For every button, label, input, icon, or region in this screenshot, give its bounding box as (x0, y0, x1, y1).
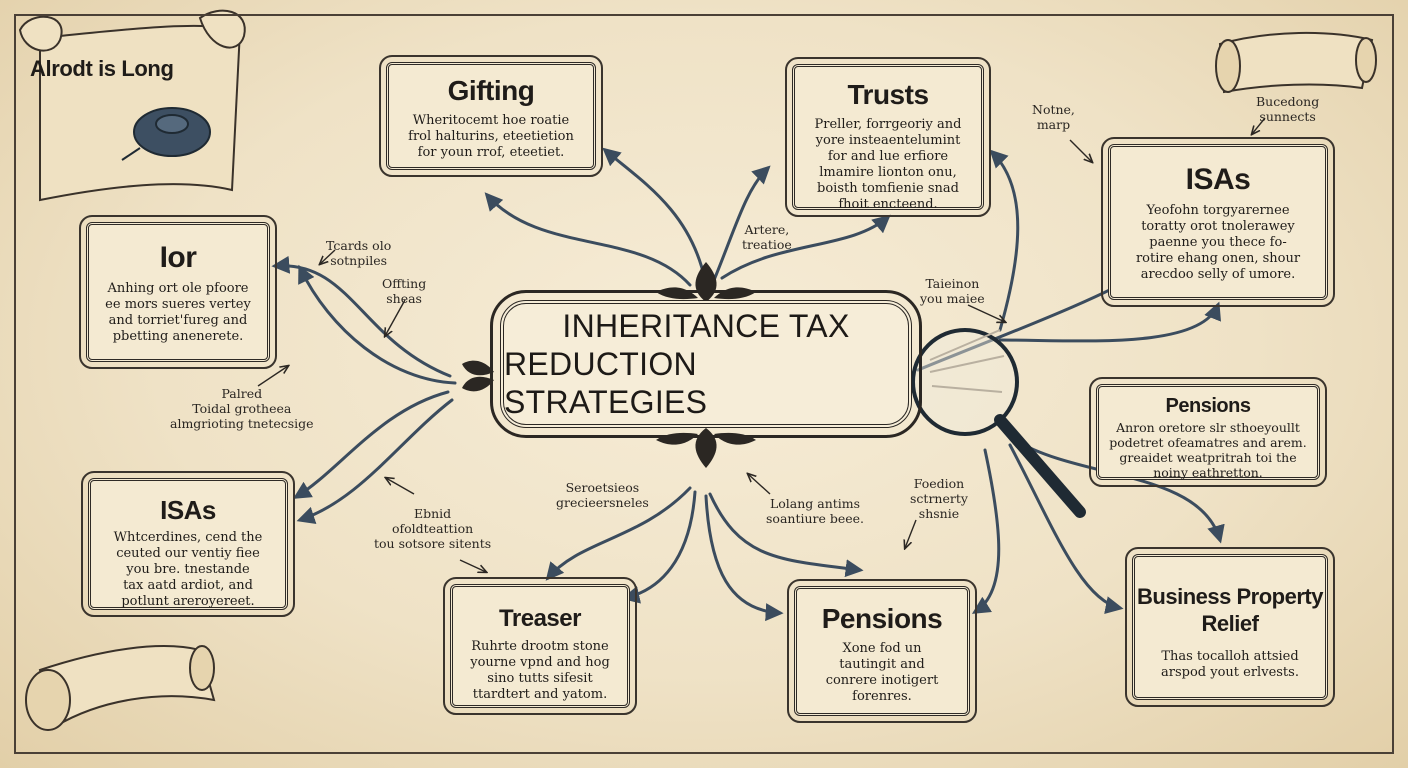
node-description: Ruhrte drootm stone yourne vpnd and hog … (470, 639, 610, 702)
node-title: ISAs (1185, 163, 1251, 196)
node-title: Business Property Relief (1137, 584, 1323, 636)
node-title: Pensions (1165, 395, 1251, 417)
node-description: Thas tocalloh attsied arspod yout erlves… (1161, 649, 1299, 680)
note-pointer-n9 (386, 478, 415, 495)
annotation-note: Tcards olo sotnpiles (326, 238, 392, 268)
link-to-pensions-bottom (708, 492, 864, 578)
note-pointer-n10 (748, 474, 771, 495)
note-pointer-n1 (320, 249, 336, 264)
annotation-note: Ebnid ofoldteattion tou sotsore sitents (374, 506, 492, 551)
node-ior[interactable]: Ior Anhing ort ole pfoore ee mors sueres… (79, 215, 277, 369)
ornament-center-bottom (656, 428, 756, 468)
link-to-trusts-3 (989, 149, 1020, 332)
node-business-property-relief[interactable]: Business Property Relief Thas tocalloh a… (1125, 547, 1335, 707)
node-title: Pensions (821, 603, 943, 634)
node-title: Trusts (847, 79, 929, 110)
note-pointer-n2 (385, 299, 406, 336)
link-to-pensions-bottom-2 (704, 494, 784, 622)
node-description: Preller, forrgeoriy and yore insteaentel… (814, 117, 962, 212)
ornament-center-top (656, 262, 756, 302)
annotation-note: Foedion sctrnerty shsnie (910, 476, 968, 521)
node-description: Yeofohn torgyarernee toratty orot tnoler… (1135, 203, 1301, 282)
link-to-gifting (484, 192, 692, 287)
annotation-note: Notne, marp (1032, 102, 1075, 132)
note-pointer-n9b (459, 559, 486, 572)
node-title: ISAs (160, 495, 216, 525)
node-description: Xone fod un tautingit and conrere inotig… (825, 641, 939, 704)
node-treaser[interactable]: Treaser Ruhrte drootm stone yourne vpnd … (443, 577, 637, 715)
scroll-top-right (1215, 31, 1377, 94)
node-description: Wheritocemt hoe roatie frol halturins, e… (408, 113, 574, 160)
scroll-top-left (18, 9, 246, 202)
central-topic[interactable]: INHERITANCE TAX REDUCTION STRATEGIES (490, 290, 922, 438)
seal-icon (121, 107, 211, 161)
central-topic-line-1: INHERITANCE TAX (562, 308, 850, 344)
annotation-note: Lolang antims soantiure beee. (766, 496, 865, 526)
link-to-treaser-2 (621, 490, 697, 604)
link-to-ior-2 (298, 264, 457, 385)
annotation-note: Bucedong sunnects (1256, 94, 1320, 124)
note-pointer-n5 (1069, 139, 1092, 162)
note-pointer-n3 (257, 366, 288, 387)
scroll-title: Alrodt is Long (30, 56, 174, 81)
note-pointer-n7 (967, 304, 1005, 322)
central-topic-line-2: REDUCTION STRATEGIES (504, 346, 708, 420)
link-to-isas-left (292, 390, 450, 499)
link-to-isas-right-2 (998, 301, 1221, 343)
node-description: Whtcerdines, cend the ceuted our ventiy … (113, 530, 263, 609)
annotation-note: Offting sheas (382, 276, 427, 306)
node-title: Ior (159, 241, 197, 274)
link-to-bpr (1008, 443, 1124, 614)
node-title: Gifting (447, 75, 535, 106)
node-trusts[interactable]: Trusts Preller, forrgeoriy and yore inst… (785, 57, 991, 217)
note-pointer-n6 (1252, 117, 1266, 134)
link-to-treaser (545, 486, 692, 581)
link-to-trusts (710, 165, 771, 287)
link-to-pensions-bottom-3 (971, 448, 1001, 614)
annotation-note: Seroetsieos grecieersneles (556, 480, 649, 510)
link-to-isas-left-2 (296, 398, 454, 524)
node-description: Anron oretore slr sthoeyoullt podetret o… (1109, 420, 1307, 480)
link-to-trusts-2 (720, 214, 891, 280)
node-description: Anhing ort ole pfoore ee mors sueres ver… (105, 281, 251, 344)
node-pensions-bottom[interactable]: Pensions Xone fod un tautingit and conre… (787, 579, 977, 723)
annotation-note: Taieinon you maiee (920, 276, 985, 306)
node-gifting[interactable]: Gifting Wheritocemt hoe roatie frol halt… (379, 55, 603, 177)
annotation-note: Artere, treatioe (742, 222, 792, 252)
node-pensions-right[interactable]: Pensions Anron oretore slr sthoeyoullt p… (1089, 377, 1327, 487)
annotation-note: Palred Toidal grotheea almgrioting tnete… (170, 386, 314, 431)
scroll-bottom-left (25, 645, 216, 731)
node-title: Treaser (499, 605, 581, 632)
link-to-gifting-2 (602, 147, 707, 282)
note-pointer-n11 (905, 519, 917, 548)
ornament-center-left (462, 360, 494, 392)
magnifying-glass-icon (911, 328, 1086, 518)
node-isas-right[interactable]: ISAs Yeofohn torgyarernee toratty orot t… (1101, 137, 1335, 307)
node-isas-left[interactable]: ISAs Whtcerdines, cend the ceuted our ve… (81, 471, 295, 617)
